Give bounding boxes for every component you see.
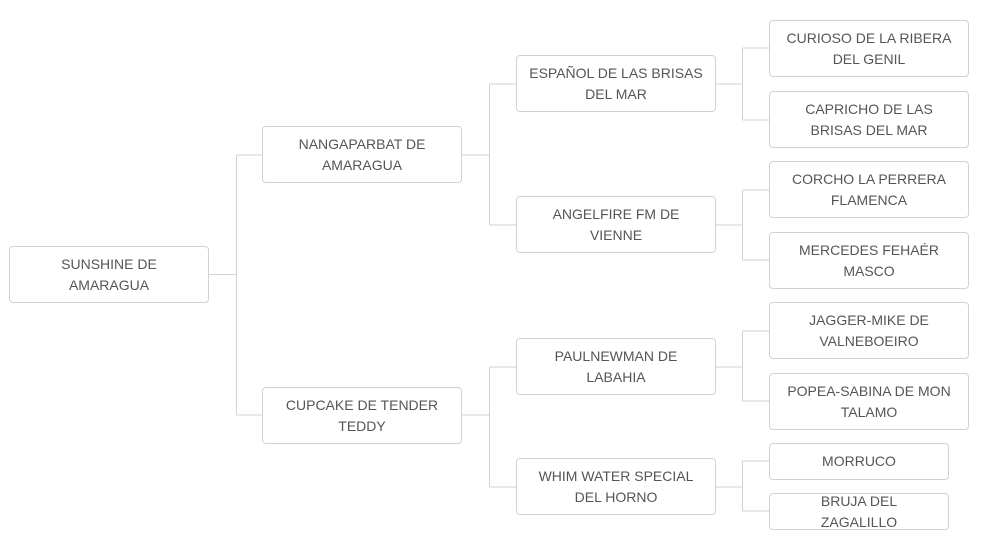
great-grandparent-node-8[interactable]: BRUJA DEL ZAGALILLO (769, 493, 949, 530)
subject-node[interactable]: SUNSHINE DE AMARAGUA (9, 246, 209, 303)
paternal-granddam-node[interactable]: ANGELFIRE FM DE VIENNE (516, 196, 716, 253)
sire-node[interactable]: NANGAPARBAT DE AMARAGUA (262, 126, 462, 183)
great-grandparent-node-6[interactable]: POPEA-SABINA DE MON TALAMO (769, 373, 969, 430)
dam-node[interactable]: CUPCAKE DE TENDER TEDDY (262, 387, 462, 444)
paternal-grandsire-node[interactable]: ESPAÑOL DE LAS BRISAS DEL MAR (516, 55, 716, 112)
great-grandparent-node-2[interactable]: CAPRICHO DE LAS BRISAS DEL MAR (769, 91, 969, 148)
great-grandparent-node-4[interactable]: MERCEDES FEHAÉR MASCO (769, 232, 969, 289)
maternal-grandsire-node[interactable]: PAULNEWMAN DE LABAHIA (516, 338, 716, 395)
great-grandparent-node-7[interactable]: MORRUCO (769, 443, 949, 480)
great-grandparent-node-5[interactable]: JAGGER-MIKE DE VALNEBOEIRO (769, 302, 969, 359)
great-grandparent-node-1[interactable]: CURIOSO DE LA RIBERA DEL GENIL (769, 20, 969, 77)
great-grandparent-node-3[interactable]: CORCHO LA PERRERA FLAMENCA (769, 161, 969, 218)
maternal-granddam-node[interactable]: WHIM WATER SPECIAL DEL HORNO (516, 458, 716, 515)
